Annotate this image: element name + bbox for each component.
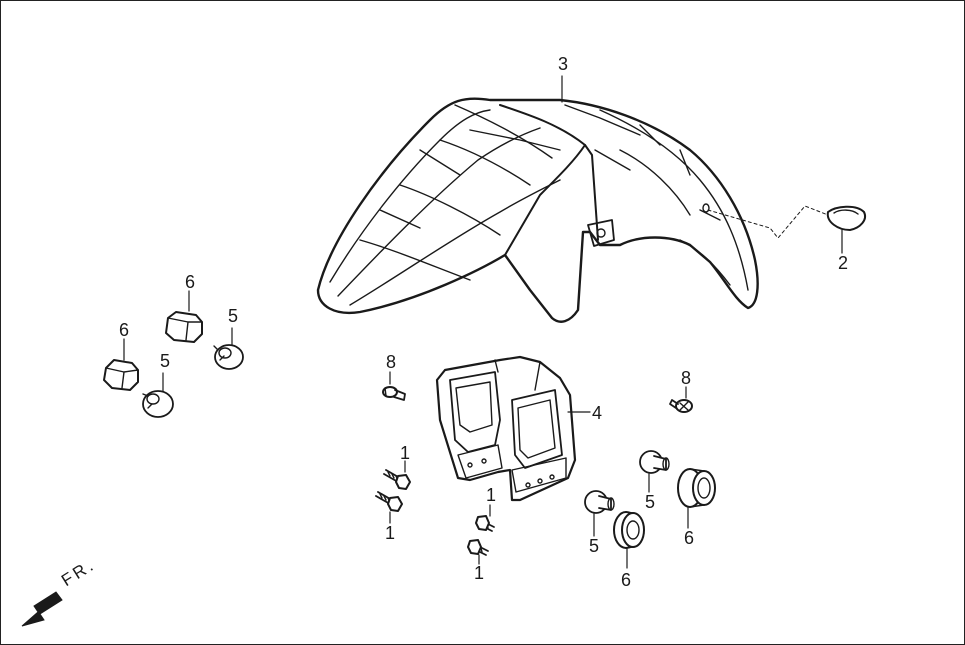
callout-6-left-lower: 6 xyxy=(118,320,130,340)
callout-1-a: 1 xyxy=(399,443,411,463)
inner-mud-guard xyxy=(435,355,577,502)
collar-left-upper xyxy=(213,344,244,370)
callout-2: 2 xyxy=(837,253,849,273)
callout-6-right-lower: 6 xyxy=(620,570,632,590)
callout-5-left-lower: 5 xyxy=(159,351,171,371)
callout-5-left-upper: 5 xyxy=(227,306,239,326)
callout-1-d: 1 xyxy=(473,563,485,583)
callout-6-left-upper: 6 xyxy=(184,272,196,292)
callout-6-right-upper: 6 xyxy=(683,528,695,548)
fender-clip xyxy=(826,205,866,231)
callout-5-right-lower: 5 xyxy=(588,536,600,556)
bolt-8-left xyxy=(382,386,406,401)
grommet-left-upper xyxy=(165,311,203,343)
callout-1-b: 1 xyxy=(384,523,396,543)
bolt-1-b xyxy=(375,491,403,512)
bolt-8-right xyxy=(669,399,693,413)
front-fender xyxy=(316,97,759,323)
grommet-right-lower xyxy=(613,511,645,549)
front-direction-arrow-icon xyxy=(21,591,63,627)
grommet-left-lower xyxy=(103,359,139,391)
callout-8-left: 8 xyxy=(385,352,397,372)
callout-3: 3 xyxy=(557,54,569,74)
bolt-1-c xyxy=(475,515,495,532)
bolt-1-d xyxy=(467,539,489,556)
callout-8-right: 8 xyxy=(680,368,692,388)
collar-right-upper xyxy=(639,450,670,474)
collar-right-lower xyxy=(584,490,615,514)
bolt-1-a xyxy=(383,469,411,490)
callout-5-right-upper: 5 xyxy=(644,492,656,512)
grommet-right-upper xyxy=(677,468,716,508)
collar-left-lower xyxy=(142,390,174,418)
callout-1-c: 1 xyxy=(485,485,497,505)
callout-4: 4 xyxy=(591,403,603,423)
